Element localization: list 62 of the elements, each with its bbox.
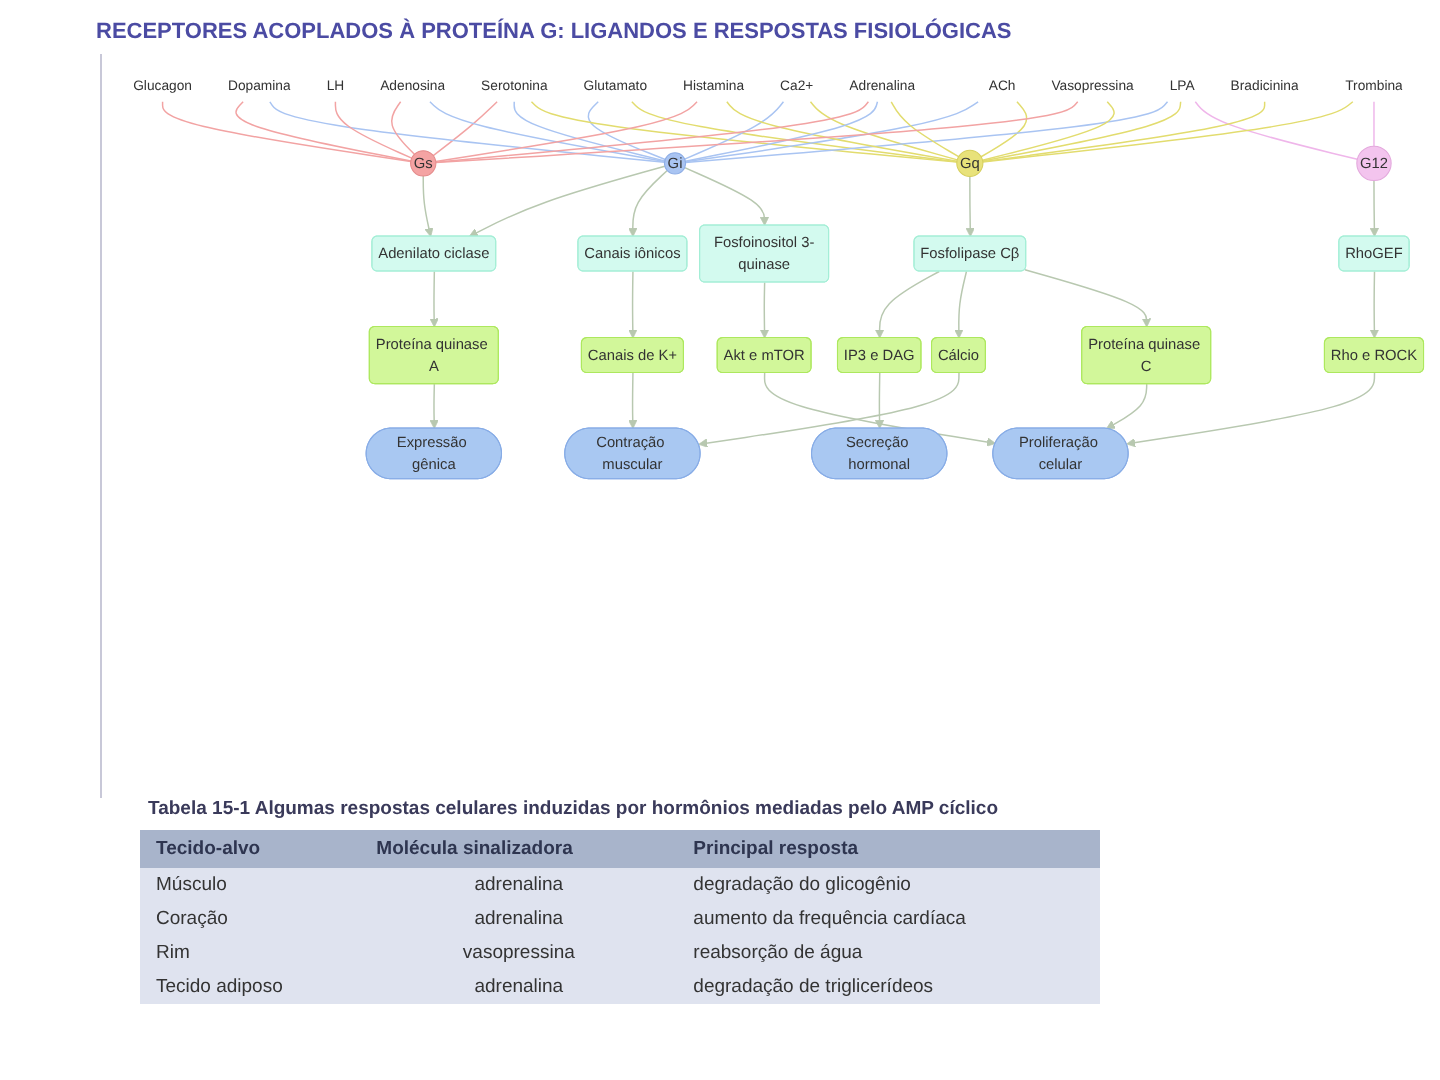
- connector: [982, 101, 1354, 163]
- arrow: [468, 165, 666, 237]
- connector: [980, 101, 1028, 158]
- connector: [161, 101, 412, 163]
- connector: [530, 101, 958, 163]
- connector: [631, 101, 958, 163]
- table-cell: reabsorção de água: [677, 936, 1100, 970]
- connector: [235, 101, 412, 162]
- connector: [982, 101, 1266, 163]
- arrow: [954, 270, 968, 339]
- connector: [513, 101, 666, 162]
- connector: [726, 101, 958, 162]
- connector: [269, 101, 666, 164]
- arrow: [874, 372, 885, 429]
- connector: [1194, 101, 1359, 161]
- connector: [1373, 101, 1375, 147]
- table-cell: Músculo: [140, 868, 361, 902]
- arrow: [422, 175, 434, 237]
- connector: [435, 101, 870, 163]
- table-cell: Rim: [140, 936, 361, 970]
- table-header: Principal resposta: [677, 830, 1100, 868]
- arrow: [965, 175, 975, 237]
- connector: [684, 101, 879, 163]
- arrow: [1369, 179, 1380, 237]
- arrow: [628, 270, 638, 339]
- connector: [981, 101, 1182, 162]
- table-cell: adrenalina: [360, 970, 678, 1004]
- connector: [981, 101, 1115, 161]
- connector: [684, 101, 785, 160]
- arrow: [874, 270, 940, 339]
- connector: [435, 101, 1079, 164]
- arrow: [698, 372, 960, 448]
- table-cell: aumento da frequência cardíaca: [677, 902, 1100, 936]
- arrow: [1105, 383, 1148, 430]
- arrow: [759, 281, 770, 339]
- arrow: [628, 169, 668, 237]
- arrow: [429, 383, 439, 429]
- connector: [809, 101, 958, 161]
- table-cell: Tecido adiposo: [140, 970, 361, 1004]
- connector: [432, 101, 498, 157]
- arrow: [1126, 372, 1376, 448]
- table-cell: adrenalina: [360, 902, 678, 936]
- table-header: Molécula sinalizadora: [360, 830, 678, 868]
- arrow: [429, 270, 439, 328]
- table-cell: adrenalina: [360, 868, 678, 902]
- arrow: [683, 166, 770, 226]
- connector: [684, 101, 1169, 164]
- table-header: Tecido-alvo: [140, 830, 361, 868]
- connector: [390, 101, 416, 156]
- table-caption: Tabela 15-1 Algumas respostas celulares induzidas por hormônios mediadas pelo AMP cíclico: [148, 798, 998, 820]
- connector: [890, 101, 960, 158]
- table-cell: vasopressina: [360, 936, 678, 970]
- table-cell: degradação do glicogênio: [677, 868, 1100, 902]
- connector: [684, 101, 979, 163]
- connector: [334, 101, 413, 159]
- table-cell: Coração: [140, 902, 361, 936]
- arrow: [1024, 269, 1152, 328]
- table-cell: degradação de triglicerídeos: [677, 970, 1100, 1004]
- title: RECEPTORES ACOPLADOS À PROTEÍNA G: LIGANDOS E RESPOSTAS FISIOLÓGICAS: [96, 20, 1012, 44]
- connector: [587, 101, 666, 161]
- arrow: [628, 372, 638, 429]
- arrow: [1369, 270, 1380, 339]
